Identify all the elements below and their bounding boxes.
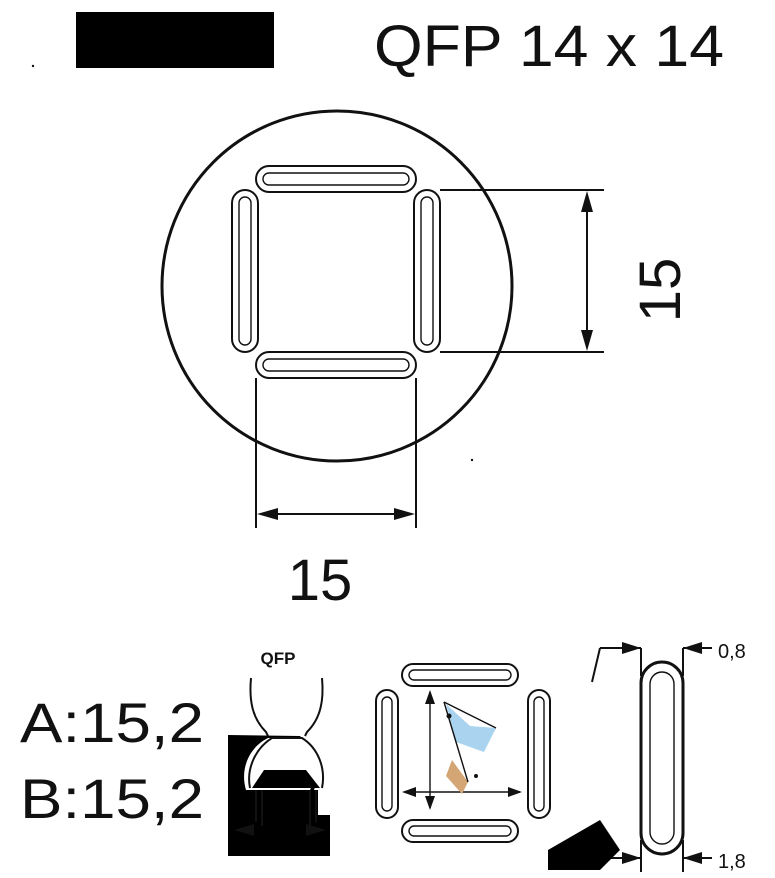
height-dimension-label: 15 bbox=[628, 258, 693, 323]
slot-left bbox=[231, 189, 259, 353]
stray-dot-2 bbox=[31, 64, 35, 68]
dim-arrow-right bbox=[394, 508, 415, 520]
slot-top bbox=[255, 165, 417, 193]
spec-a: A:15,2 bbox=[20, 691, 204, 754]
dim-arrow-down bbox=[581, 330, 593, 351]
width-dimension bbox=[255, 378, 417, 528]
slot-bottom bbox=[255, 351, 417, 379]
detail-highlight-blue bbox=[446, 704, 496, 752]
detail-view bbox=[374, 663, 551, 843]
stray-dot bbox=[470, 458, 474, 462]
height-dimension bbox=[440, 189, 604, 353]
side-view: QFP bbox=[228, 649, 330, 856]
model-code-block bbox=[76, 12, 274, 68]
side-view-label: QFP bbox=[261, 649, 296, 668]
spec-b: B:15,2 bbox=[20, 767, 204, 830]
nozzle-top-view bbox=[160, 109, 514, 463]
nozzle-outer-circle bbox=[160, 109, 514, 463]
detail-highlight-tan bbox=[446, 760, 468, 794]
dim-arrow-left bbox=[257, 508, 278, 520]
width-dimension-label: 15 bbox=[288, 548, 353, 613]
detail-slot-left bbox=[375, 689, 399, 819]
detail-slot-bottom bbox=[401, 819, 519, 843]
detail-slot-right bbox=[527, 689, 551, 819]
slot-width-label: 0,8 bbox=[718, 641, 746, 663]
dim-arrow-up bbox=[581, 191, 593, 212]
slot-right bbox=[413, 189, 441, 353]
detail-slot-top bbox=[401, 663, 519, 687]
slot-detail: 0,8 1,8 bbox=[548, 641, 746, 873]
edge-gap-label: 1,8 bbox=[718, 851, 746, 873]
title: QFP 14 x 14 bbox=[374, 14, 724, 79]
slot-detail-corner bbox=[548, 820, 620, 870]
